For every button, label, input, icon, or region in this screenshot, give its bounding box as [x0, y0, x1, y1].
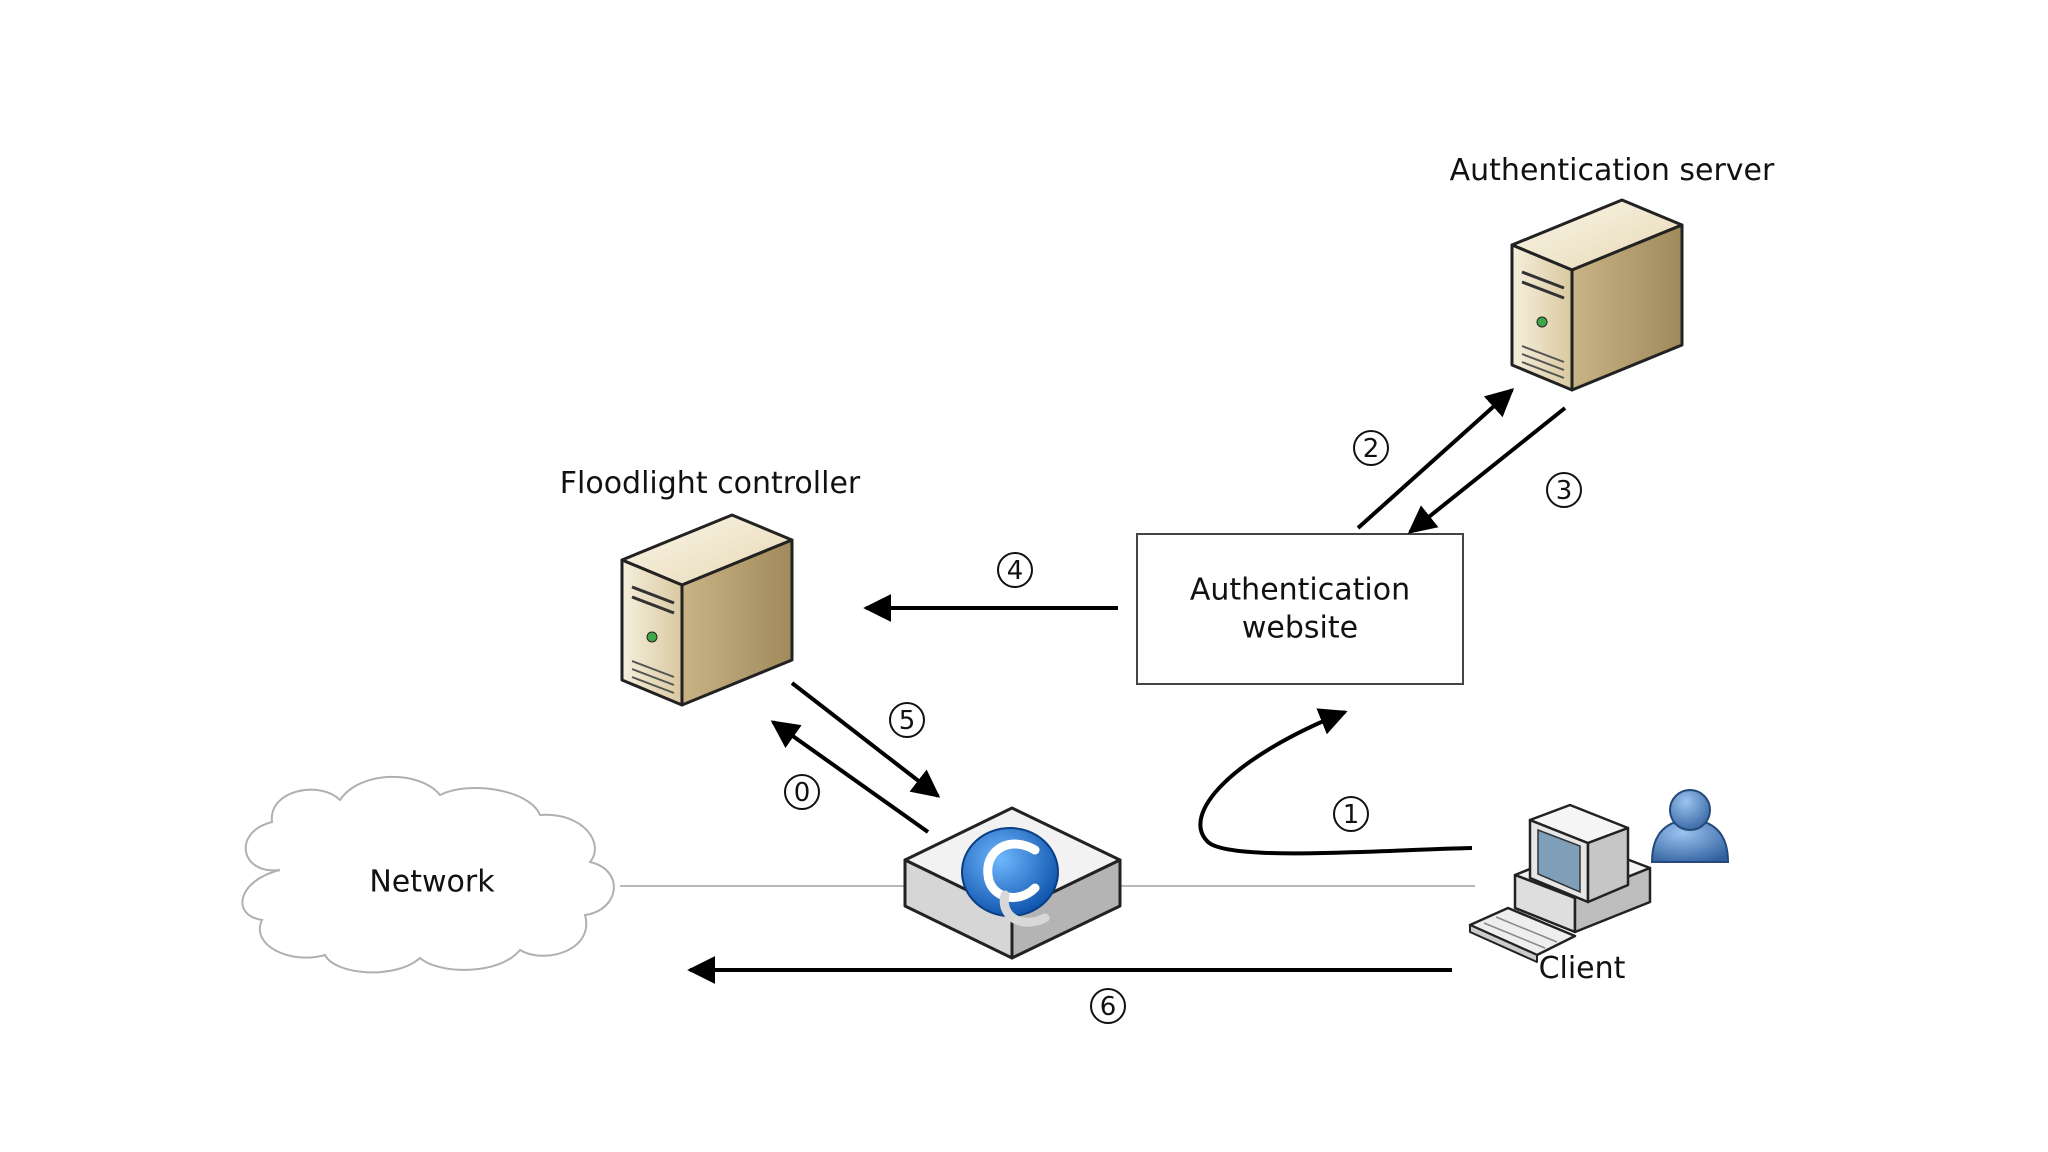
- floodlight-controller-server: [620, 513, 794, 707]
- authentication-server: [1510, 198, 1684, 392]
- flow-arrows: [687, 388, 1567, 984]
- svg-text:1: 1: [1343, 800, 1360, 830]
- floodlight-controller-label: Floodlight controller: [560, 466, 861, 501]
- step-badges: 0 1 2 3 4 5 6: [784, 430, 1582, 1024]
- user-icon: [1650, 789, 1730, 863]
- svg-text:6: 6: [1100, 992, 1117, 1022]
- client-user: [1650, 789, 1730, 863]
- openflow-switch: [903, 806, 1122, 960]
- svg-text:0: 0: [794, 778, 811, 808]
- svg-text:2: 2: [1363, 434, 1380, 464]
- step-badge-3: 3: [1546, 472, 1582, 508]
- authentication-website-label-line2: website: [1242, 611, 1358, 646]
- step-badge-2: 2: [1353, 430, 1389, 466]
- network-label: Network: [369, 865, 495, 900]
- arrow-step-3: [1407, 406, 1567, 534]
- svg-text:3: 3: [1556, 476, 1573, 506]
- authentication-server-label: Authentication server: [1450, 153, 1775, 188]
- step-badge-6: 6: [1090, 988, 1126, 1024]
- arrow-step-1: [1198, 708, 1473, 856]
- openflow-switch-icon: [903, 806, 1122, 960]
- network-cloud: Network: [241, 775, 615, 974]
- server-icon: [620, 513, 794, 707]
- client-computer: [1468, 803, 1652, 963]
- step-badge-1: 1: [1333, 796, 1369, 832]
- desktop-computer-icon: [1468, 803, 1652, 963]
- cloud-icon: [241, 775, 615, 974]
- arrow-step-5: [790, 681, 941, 798]
- authentication-website-label-line1: Authentication: [1190, 573, 1410, 608]
- arrow-step-2: [1356, 388, 1515, 530]
- step-badge-0: 0: [784, 774, 820, 810]
- svg-text:5: 5: [899, 706, 916, 736]
- arrow-step-0: [770, 720, 930, 834]
- authentication-website-box: Authentication website: [1136, 533, 1464, 685]
- step-badge-4: 4: [997, 552, 1033, 588]
- step-badge-5: 5: [889, 702, 925, 738]
- client-label: Client: [1539, 951, 1626, 986]
- svg-text:4: 4: [1007, 556, 1024, 586]
- server-icon: [1510, 198, 1684, 392]
